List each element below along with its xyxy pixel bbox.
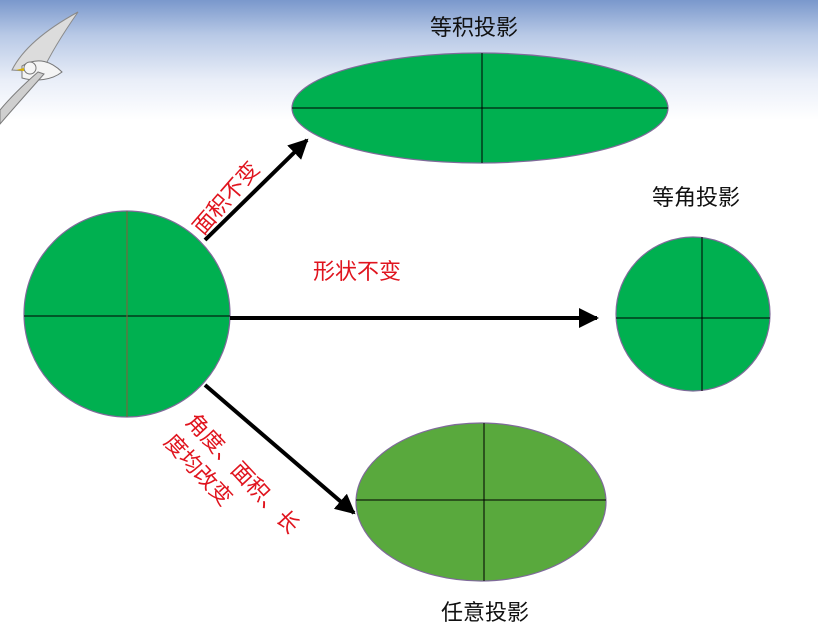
- arrow-to-arbitrary: [203, 383, 356, 515]
- seagull-icon: [0, 11, 79, 125]
- shape-unchanged-label: 形状不变: [313, 260, 402, 285]
- conformal-projection-label: 等角投影: [652, 186, 741, 211]
- arrow-to-equal-area: [203, 138, 309, 242]
- equal-area-projection-label: 等积投影: [430, 16, 519, 41]
- arbitrary-projection-label: 任意投影: [441, 601, 530, 626]
- equal-area-ellipse: [291, 52, 669, 164]
- source-circle: [23, 210, 231, 418]
- conformal-circle: [615, 236, 771, 392]
- arbitrary-ellipse: [355, 422, 607, 582]
